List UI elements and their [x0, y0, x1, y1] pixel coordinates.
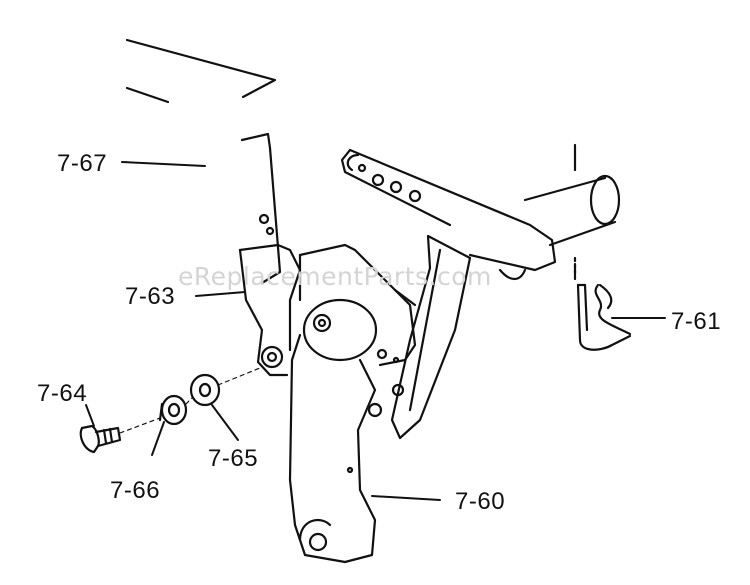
part-label-7-60: 7-60 — [455, 488, 506, 515]
part-label-7-64: 7-64 — [37, 380, 88, 407]
bracket-7-67 — [125, 38, 282, 285]
leader-7-60 — [371, 495, 441, 501]
hitch-pin-7-61 — [573, 256, 632, 351]
leader-7-66 — [151, 421, 165, 456]
part-label-7-63: 7-63 — [125, 283, 176, 310]
washer-7-65 — [189, 373, 221, 407]
watermark-text: eReplacementParts.com — [178, 262, 492, 291]
lockwasher-7-66 — [158, 394, 188, 426]
leader-7-63 — [195, 291, 246, 297]
part-label-7-66: 7-66 — [110, 477, 161, 504]
lever-7-60 — [288, 333, 405, 564]
leader-7-67 — [121, 161, 206, 167]
part-label-7-67: 7-67 — [57, 150, 108, 177]
part-label-7-65: 7-65 — [208, 445, 259, 472]
leader-7-64 — [85, 404, 95, 427]
leader-lines — [85, 161, 666, 501]
bolt-7-64 — [79, 424, 122, 454]
cross-shaft — [523, 143, 621, 277]
alignment-lines — [119, 367, 261, 434]
leader-7-65 — [211, 404, 239, 441]
part-label-7-61: 7-61 — [671, 308, 722, 335]
crank-arm — [340, 148, 557, 440]
